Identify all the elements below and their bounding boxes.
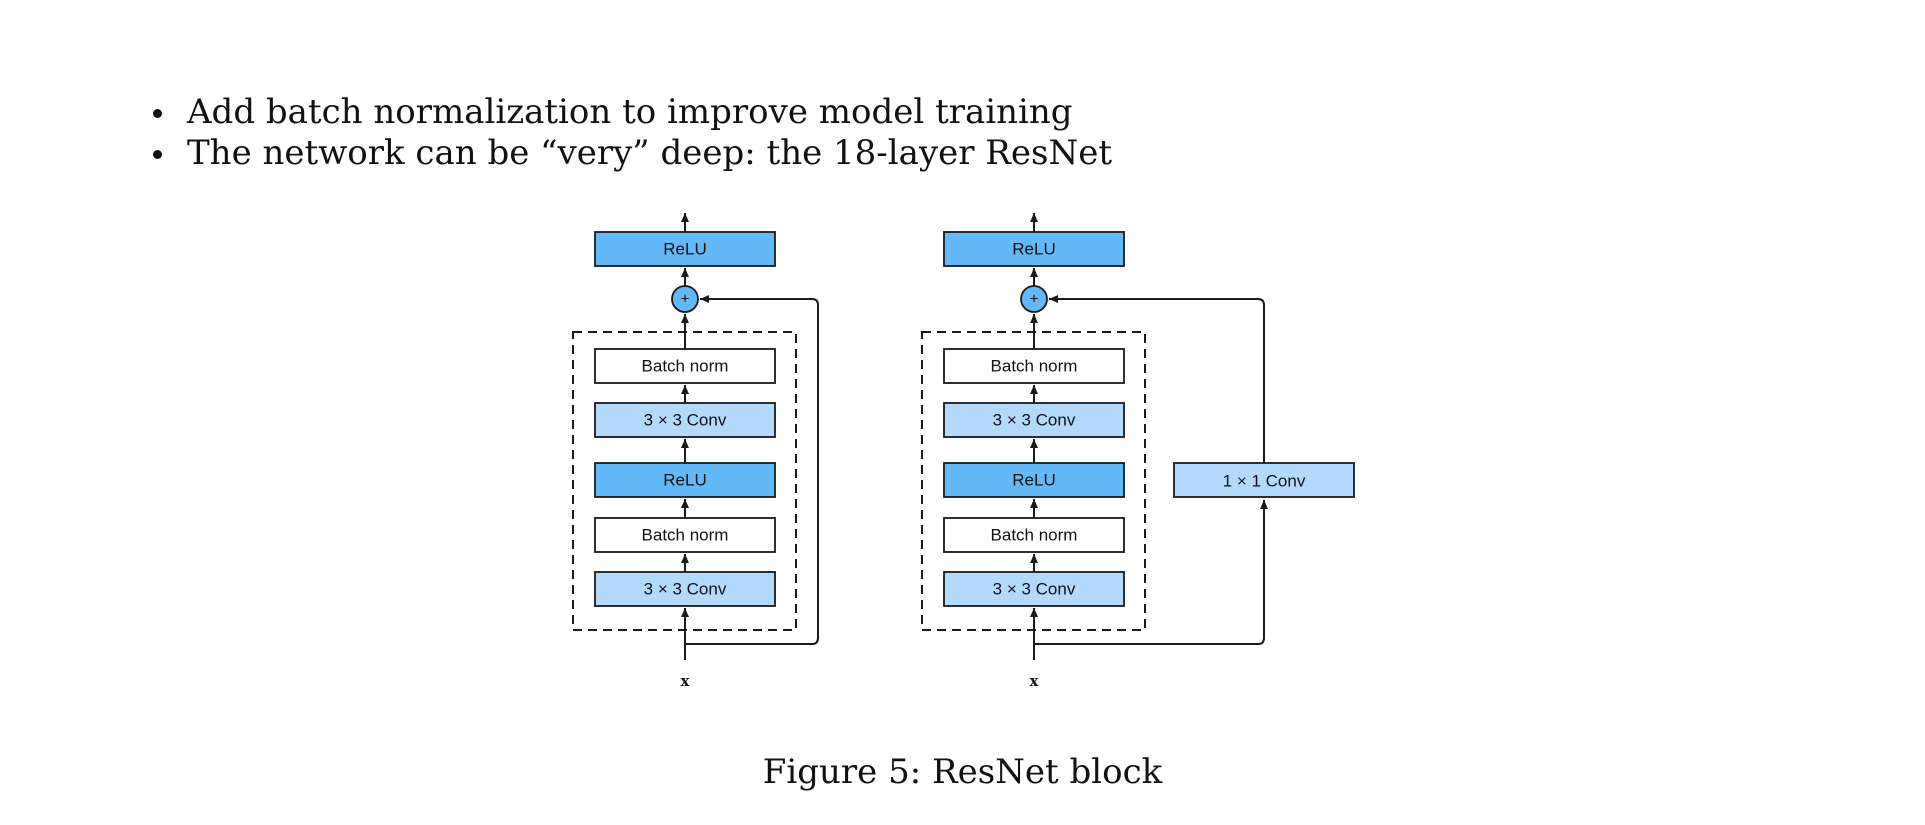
right-conv1x1-label: 1 × 1 Conv	[1223, 472, 1306, 491]
right-top-relu-box	[943, 231, 1125, 267]
bullet-text: Add batch normalization to improve model…	[187, 92, 1073, 132]
left-conv3x3-2-label: 3 × 3 Conv	[644, 411, 727, 430]
left-batchnorm-1-label: Batch norm	[642, 526, 729, 545]
right-batchnorm-2-label: Batch norm	[991, 357, 1078, 376]
left-top-relu-box	[594, 231, 776, 267]
bullet-dot	[153, 150, 162, 159]
right-conv1x1-box	[1173, 462, 1355, 498]
left-identity-shortcut	[685, 295, 819, 645]
left-resnet-block: ReLU + Batch norm 3 × 3 Conv ReLU Batch …	[572, 213, 819, 690]
left-batchnorm-2-box	[594, 348, 776, 384]
right-input-x-label: x	[1030, 672, 1040, 690]
bullet-text: The network can be “very” deep: the 18-l…	[187, 133, 1113, 173]
left-batchnorm-2-label: Batch norm	[642, 357, 729, 376]
left-relu-box	[594, 462, 776, 498]
left-conv3x3-1-label: 3 × 3 Conv	[644, 580, 727, 599]
right-resnet-block: ReLU + Batch norm 3 × 3 Conv ReLU Batch …	[921, 213, 1355, 690]
left-batchnorm-1-box	[594, 517, 776, 553]
right-conv3x3-1-box	[943, 571, 1125, 607]
right-add-symbol: +	[1030, 291, 1039, 308]
right-relu-label: ReLU	[1012, 471, 1055, 490]
right-batchnorm-2-box	[943, 348, 1125, 384]
right-conv3x3-2-box	[943, 402, 1125, 438]
bullet-dot	[153, 109, 162, 118]
right-top-relu-label: ReLU	[1012, 240, 1055, 259]
right-shortcut-output-path	[1049, 295, 1265, 463]
left-top-relu-label: ReLU	[663, 240, 706, 259]
bullet-item: Add batch normalization to improve model…	[145, 92, 1112, 133]
bullet-list: Add batch normalization to improve model…	[145, 92, 1112, 174]
right-batchnorm-1-box	[943, 517, 1125, 553]
left-conv3x3-2-box	[594, 402, 776, 438]
right-relu-box	[943, 462, 1125, 498]
left-input-x-label: x	[681, 672, 691, 690]
left-add-node	[671, 285, 699, 313]
right-batchnorm-1-label: Batch norm	[991, 526, 1078, 545]
right-conv3x3-2-label: 3 × 3 Conv	[993, 411, 1076, 430]
figure-caption: Figure 5: ResNet block	[762, 752, 1163, 792]
bullet-item: The network can be “very” deep: the 18-l…	[145, 133, 1112, 174]
left-add-symbol: +	[681, 291, 690, 308]
right-shortcut-input-path	[1034, 500, 1268, 645]
right-conv3x3-1-label: 3 × 3 Conv	[993, 580, 1076, 599]
left-relu-label: ReLU	[663, 471, 706, 490]
left-conv3x3-1-box	[594, 571, 776, 607]
right-add-node	[1020, 285, 1048, 313]
